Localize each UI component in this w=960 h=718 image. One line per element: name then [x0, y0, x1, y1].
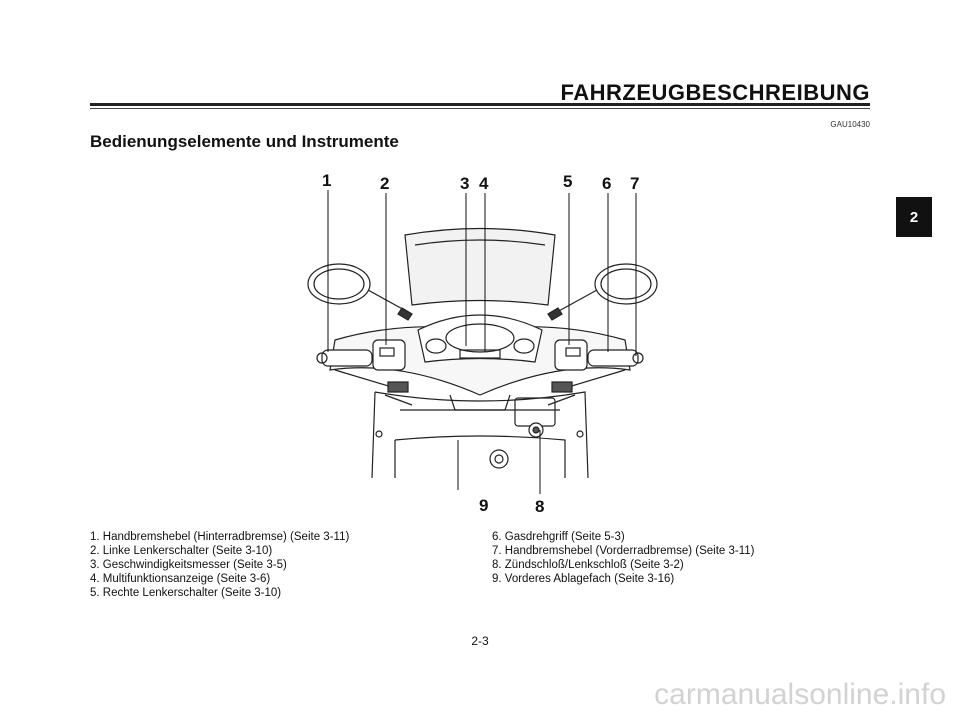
legend-left: 1. Handbremshebel (Hinterradbremse) (Sei…: [90, 530, 349, 600]
callout-4: 4: [479, 174, 489, 193]
legend-item: 8. Zündschloß/Lenkschloß (Seite 3-2): [492, 559, 684, 571]
section-title: Bedienungselemente und Instrumente: [90, 132, 399, 151]
legend-item: 6. Gasdrehgriff (Seite 5-3): [492, 531, 625, 543]
callout-8: 8: [535, 497, 545, 516]
callout-1: 1: [322, 171, 332, 190]
header-rule-thin: [90, 108, 870, 109]
legend-item: 3. Geschwindigkeitsmesser (Seite 3-5): [90, 559, 287, 571]
page-number: 2-3: [471, 634, 489, 648]
chapter-tab: 2: [896, 197, 932, 237]
chapter-title: FAHRZEUGBESCHREIBUNG: [560, 80, 870, 105]
legend-item: 5. Rechte Lenkerschalter (Seite 3-10): [90, 587, 282, 599]
watermark: carmanualsonline.info: [654, 678, 946, 711]
document-code: GAU10430: [830, 120, 870, 129]
callout-5: 5: [563, 172, 573, 191]
callout-9: 9: [479, 496, 489, 515]
callout-6: 6: [602, 174, 612, 193]
callout-7: 7: [630, 174, 640, 193]
legend-item: 1. Handbremshebel (Hinterradbremse) (Sei…: [90, 531, 350, 543]
callout-3: 3: [460, 174, 470, 193]
callout-2: 2: [380, 174, 390, 193]
legend-item: 7. Handbremshebel (Vorderradbremse) (Sei…: [492, 545, 755, 557]
legend-item: 2. Linke Lenkerschalter (Seite 3-10): [90, 545, 273, 557]
legend-right: 6. Gasdrehgriff (Seite 5-3) 7. Handbrems…: [492, 530, 755, 586]
legend-item: 9. Vorderes Ablagefach (Seite 3-16): [492, 573, 675, 585]
legend-item: 4. Multifunktionsanzeige (Seite 3-6): [90, 573, 271, 585]
header-rule: [90, 103, 870, 106]
